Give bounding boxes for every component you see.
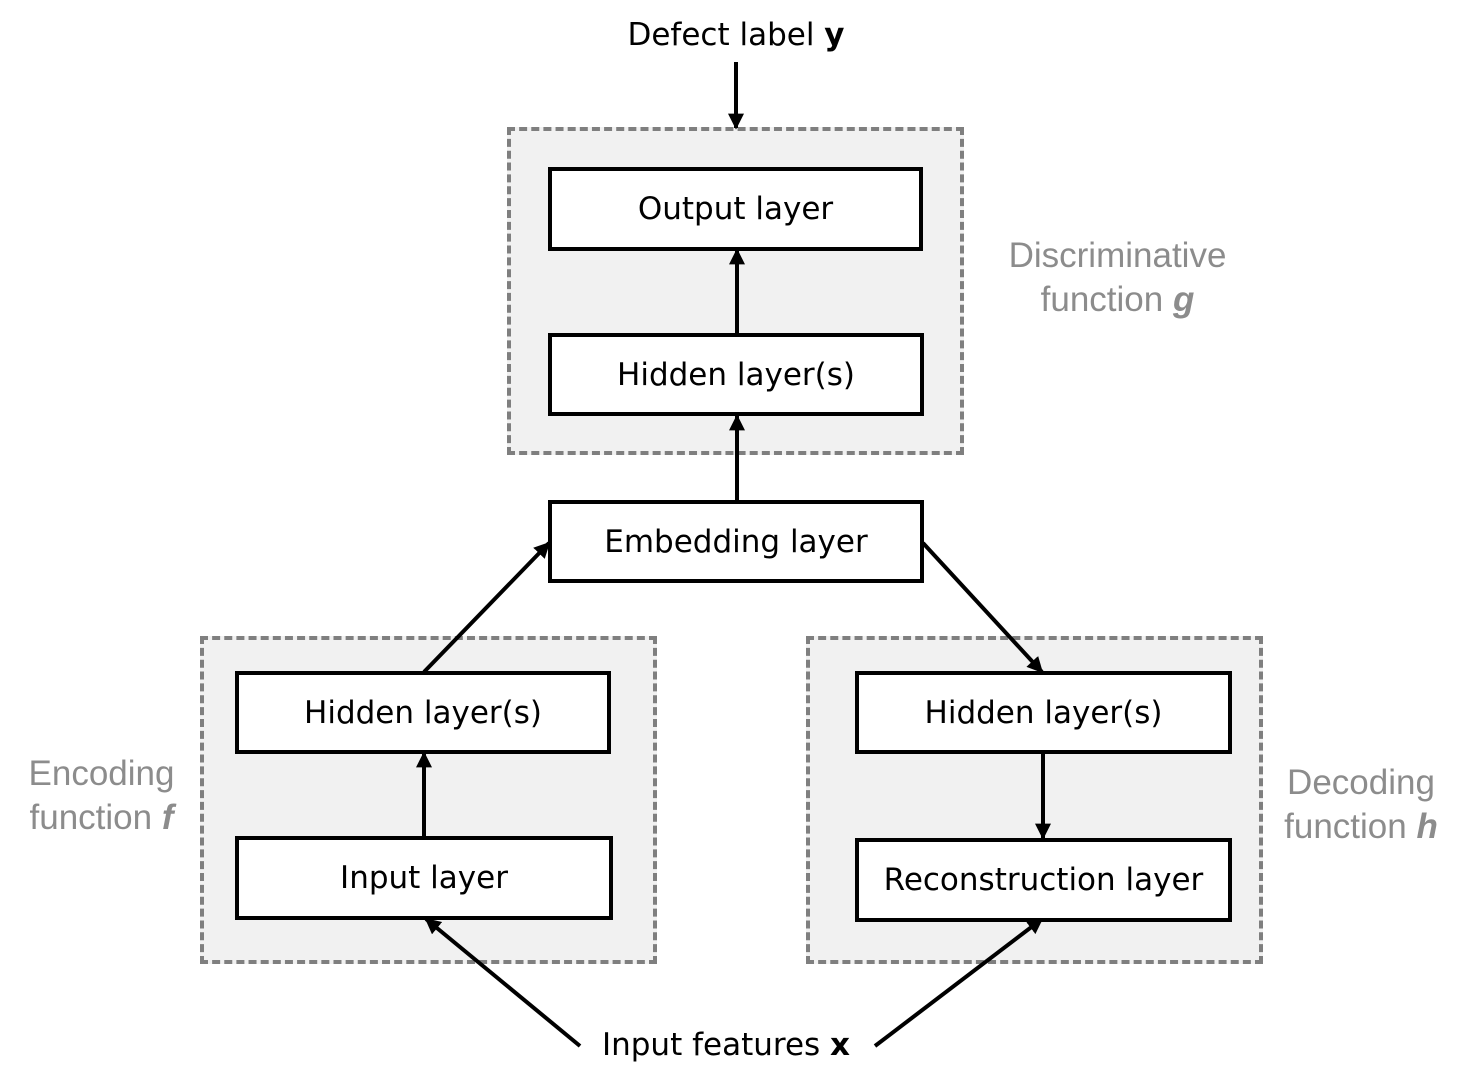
encoding-caption: Encoding function f: [10, 752, 193, 840]
input-layer-label: Input layer: [340, 860, 508, 896]
defect-label: Defect label y: [0, 17, 1472, 53]
disc-hidden-layer-box: Hidden layer(s): [548, 333, 924, 416]
enc-hidden-layer-box: Hidden layer(s): [235, 671, 611, 754]
output-layer-label: Output layer: [637, 191, 834, 227]
input-features-var: x: [830, 1027, 851, 1063]
disc-hidden-layer-label: Hidden layer(s): [617, 356, 855, 393]
arrow-embedding-to-dec-hidden: [921, 541, 1044, 674]
encoding-caption-line1: Encoding: [28, 754, 175, 793]
discriminative-caption-line1: Discriminative: [1008, 236, 1227, 275]
decoding-caption: Decoding function h: [1270, 761, 1452, 849]
input-features-text: Input features: [601, 1027, 831, 1063]
output-layer-box: Output layer: [548, 167, 923, 251]
arrow-features-to-input: [424, 917, 582, 1048]
decoding-caption-line2: function h: [1284, 807, 1438, 846]
discriminative-caption: Discriminative function g: [990, 234, 1245, 322]
arrow-enc-hidden-to-embedding: [422, 541, 551, 674]
decoding-caption-line1: Decoding: [1287, 763, 1435, 802]
discriminative-caption-line2: function g: [1040, 280, 1195, 319]
reconstruction-layer-box: Reconstruction layer: [855, 838, 1232, 922]
defect-label-text: Defect label: [627, 17, 825, 53]
enc-hidden-layer-label: Hidden layer(s): [304, 694, 542, 731]
dec-hidden-layer-box: Hidden layer(s): [855, 671, 1232, 754]
defect-label-var: y: [824, 17, 845, 53]
embedding-layer-label: Embedding layer: [604, 523, 868, 560]
reconstruction-layer-label: Reconstruction layer: [883, 862, 1204, 898]
arrow-features-to-reconstruction: [873, 917, 1044, 1048]
embedding-layer-box: Embedding layer: [548, 500, 924, 583]
encoding-caption-line2: function f: [29, 798, 174, 837]
input-layer-box: Input layer: [235, 836, 613, 920]
dec-hidden-layer-label: Hidden layer(s): [924, 694, 1163, 731]
input-features-label: Input features x: [0, 1027, 1452, 1063]
